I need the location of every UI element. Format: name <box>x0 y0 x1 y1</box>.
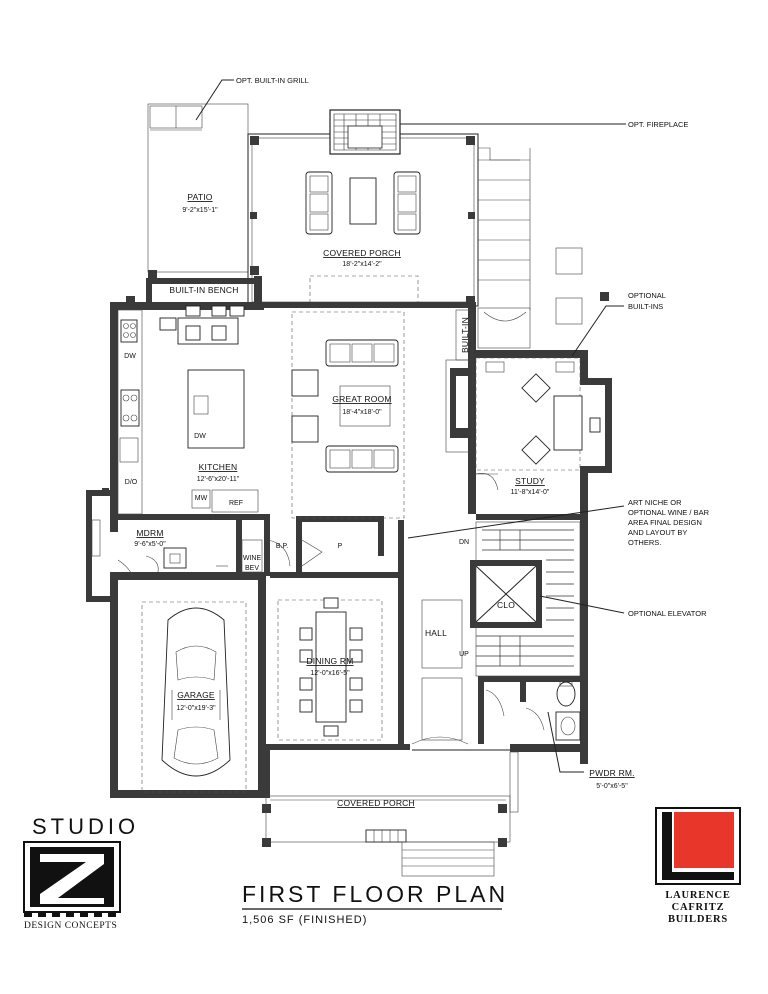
exterior-walls <box>86 276 612 798</box>
dining-furniture <box>277 597 383 741</box>
hall-label: HALL <box>425 628 447 638</box>
fixture-labels: DW DW D/O MW REF B.P. P WINE BEV DN UP <box>124 353 469 658</box>
powder-room-fixtures <box>485 679 581 741</box>
outdoor-fireplace <box>329 109 401 155</box>
up-label: UP <box>459 651 469 658</box>
bp-label: B.P. <box>276 543 288 550</box>
study-furniture <box>475 357 601 491</box>
plan-title: FIRST FLOOR PLAN <box>242 881 508 907</box>
porch-posts <box>102 270 609 847</box>
pwdr-label: PWDR RM. <box>589 768 635 778</box>
art-niche-callout-2: OPTIONAL WINE / BAR <box>628 508 710 517</box>
patio-dim: 9'-2"x15'-1" <box>182 207 218 214</box>
art-niche-callout-1: ART NICHE OR <box>628 498 682 507</box>
pwdr-dim: 5'-0"x6'-5" <box>596 783 628 790</box>
front-porch <box>265 751 519 877</box>
great-room-furniture <box>291 309 473 519</box>
builder-line2: CAFRITZ <box>672 902 725 913</box>
ref-label: REF <box>229 500 243 507</box>
grill-callout: OPT. BUILT-IN GRILL <box>236 76 309 85</box>
garage-dim: 12'-0"x19'-3" <box>176 705 216 712</box>
builtins-callout-2: BUILT-INS <box>628 302 663 311</box>
clo-label: CLO <box>497 600 515 610</box>
rear-steps <box>477 147 583 349</box>
fireplace-callout: OPT. FIREPLACE <box>628 120 688 129</box>
art-niche-callout-4: AND LAYOUT BY <box>628 528 687 537</box>
patio-label: PATIO <box>187 192 212 202</box>
builder-logo-accent <box>674 812 734 868</box>
plan-subtitle: 1,506 SF (FINISHED) <box>242 914 367 926</box>
builtins-callout-1: OPTIONAL <box>628 291 666 300</box>
dn-label: DN <box>459 539 469 546</box>
z-letter-icon <box>40 854 104 904</box>
builtin-vertical-label: BUILT-IN <box>460 317 470 353</box>
pantry-doors <box>267 539 323 567</box>
mw-label: MW <box>195 495 208 502</box>
wine-label: WINE <box>243 555 262 562</box>
garage-car <box>141 601 247 793</box>
dw-upper-label: DW <box>124 353 136 360</box>
front-porch-label: COVERED PORCH <box>337 798 415 808</box>
kitchen-label: KITCHEN <box>199 462 238 472</box>
rear-porch-furniture <box>305 171 421 235</box>
builder-logo: LAURENCE CAFRITZ BUILDERS <box>655 807 741 925</box>
art-niche-callout-3: AREA FINAL DESIGN <box>628 518 702 527</box>
patio-area <box>147 103 249 273</box>
garage-label: GARAGE <box>177 690 215 700</box>
stairs <box>411 521 581 751</box>
builder-line1: LAURENCE <box>665 890 730 901</box>
rear-porch-label: COVERED PORCH <box>323 248 401 258</box>
art-niche-callout-5: OTHERS. <box>628 538 661 547</box>
dining-label: DINING RM <box>306 656 353 666</box>
great-room-dim: 18'-4"x18'-0" <box>342 409 382 416</box>
do-label: D/O <box>125 479 138 486</box>
builtin-bench-label: BUILT-IN BENCH <box>169 285 238 295</box>
bev-label: BEV <box>245 565 259 572</box>
p-label: P <box>338 543 343 550</box>
studio-z-logo: STUDIO DESIGN CONCEPTS <box>23 814 139 931</box>
kitchen-fixtures <box>117 305 259 515</box>
title-block: FIRST FLOOR PLAN 1,506 SF (FINISHED) <box>242 881 508 926</box>
builder-line3: BUILDERS <box>668 914 728 925</box>
mdrm-label: MDRM <box>136 528 163 538</box>
callouts: OPT. BUILT-IN GRILL OPT. FIREPLACE OPTIO… <box>195 76 710 773</box>
room-labels: PATIO 9'-2"x15'-1" COVERED PORCH 18'-2"x… <box>134 192 634 808</box>
studio-tagline: DESIGN CONCEPTS <box>24 921 117 931</box>
kitchen-dim: 12'-6"x20'-11" <box>197 476 240 483</box>
dining-dim: 12'-0"x16'-5" <box>310 670 350 677</box>
study-dim: 11'-8"x14'-0" <box>511 489 550 496</box>
rear-porch-dim: 18'-2"x14'-2" <box>342 261 382 268</box>
study-label: STUDY <box>515 476 545 486</box>
mudroom-fixtures <box>91 519 263 577</box>
dw-island-label: DW <box>194 433 206 440</box>
elevator-callout: OPTIONAL ELEVATOR <box>628 609 707 618</box>
great-room-label: GREAT ROOM <box>332 394 391 404</box>
studio-word: STUDIO <box>32 814 139 839</box>
mdrm-dim: 9'-6"x5'-0" <box>134 541 166 548</box>
